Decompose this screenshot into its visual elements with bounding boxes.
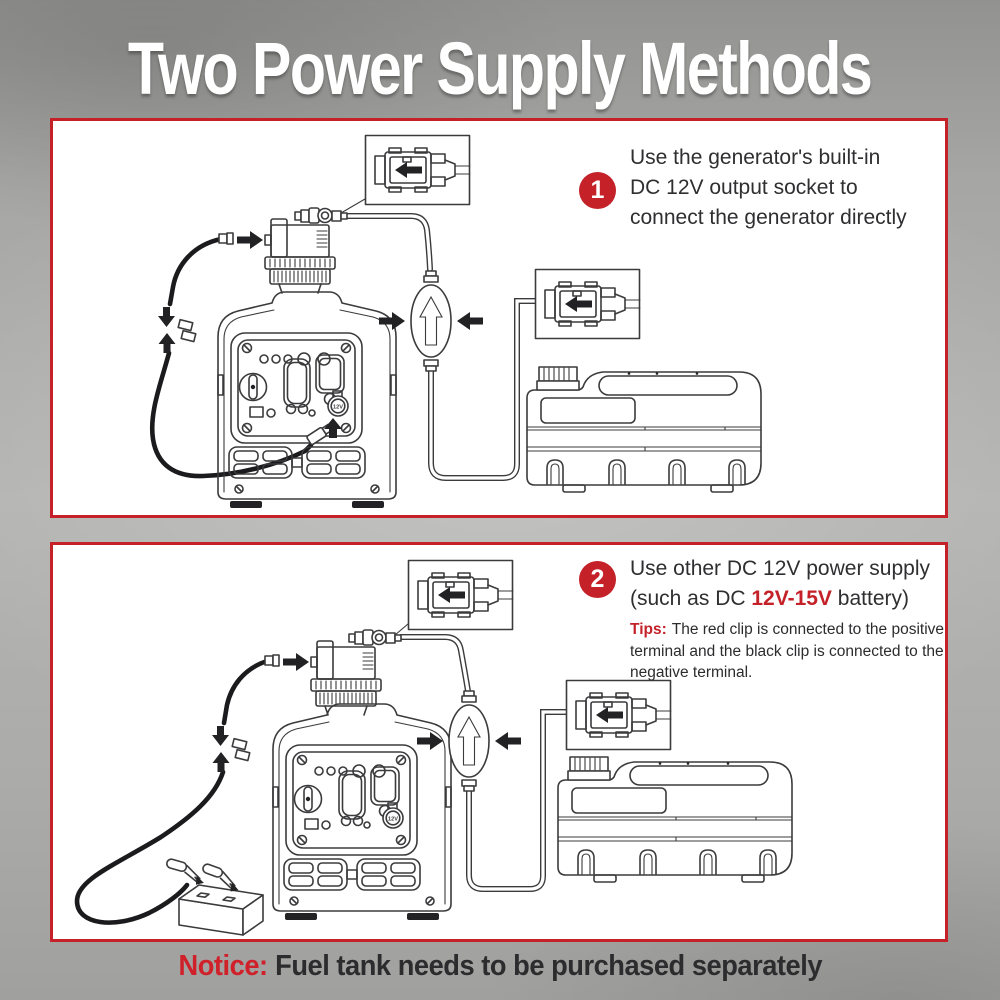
method2-panel: 2 Use other DC 12V power supply (such as…	[50, 542, 948, 942]
method1-number-badge: 1	[579, 172, 616, 209]
dc-connector-inset	[364, 134, 471, 206]
method2-description: Use other DC 12V power supply (such as D…	[630, 557, 930, 610]
notice-text: Fuel tank needs to be purchased separate…	[274, 950, 822, 982]
generator	[272, 703, 452, 921]
method1-illustration	[149, 134, 762, 509]
method2-number-badge: 2	[579, 561, 616, 598]
generator	[217, 291, 397, 509]
page-title: Two Power Supply Methods	[128, 27, 873, 110]
cable-joint-arrows-icon	[157, 306, 197, 354]
fuel-pump-unit	[264, 218, 336, 294]
cable-joint-arrows-icon	[211, 725, 251, 773]
method2-illustration	[74, 559, 793, 936]
power-cable	[149, 232, 314, 479]
flow-arrow-icon	[495, 732, 521, 750]
flow-arrow-icon	[379, 312, 405, 330]
notice-bar: Notice:Fuel tank needs to be purchased s…	[0, 950, 1000, 983]
flow-arrow-icon	[457, 312, 483, 330]
primer-bulb	[410, 270, 452, 372]
fuel-hose	[344, 213, 538, 481]
tank-connector-inset	[565, 679, 672, 751]
inset-leader-line	[394, 623, 409, 636]
tank-connector-inset	[534, 268, 641, 340]
fuel-tank	[526, 366, 762, 493]
method2-tips: Tips:The red clip is connected to the po…	[630, 621, 945, 681]
flow-arrow-icon	[283, 653, 309, 671]
fuel-hose	[398, 634, 569, 892]
method1-description: Use the generator's built-in DC 12V outp…	[630, 146, 907, 229]
dc-connector-inset	[407, 559, 514, 631]
method1-panel: 1 Use the generator's built-in DC 12V ou…	[50, 118, 948, 518]
notice-label: Notice:	[178, 950, 268, 982]
tips-label: Tips:	[630, 621, 667, 638]
primer-bulb	[448, 690, 490, 792]
voltage-highlight: 12V-15V	[751, 587, 832, 610]
hose-connector	[294, 207, 348, 224]
flow-arrow-icon	[237, 231, 263, 249]
inset-leader-line	[340, 198, 366, 214]
hose-connector	[348, 629, 402, 646]
fuel-tank	[557, 756, 793, 883]
power-cable	[74, 654, 280, 925]
